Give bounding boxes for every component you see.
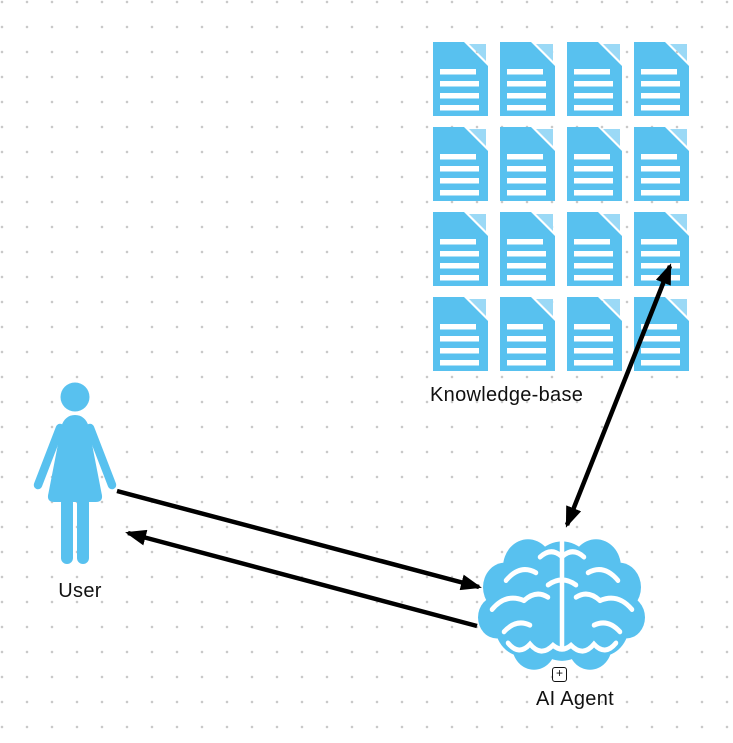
document-icon [433, 297, 488, 371]
person-arm-left [33, 423, 65, 490]
document-icon [567, 127, 622, 201]
person-arm-right [85, 423, 117, 490]
person-dress [47, 415, 103, 502]
agent-label: AI Agent [535, 688, 614, 710]
document-icon [500, 212, 555, 286]
document-icon [567, 212, 622, 286]
document-icon [634, 127, 689, 201]
document-icon [433, 127, 488, 201]
person-head [60, 382, 90, 412]
document-icon [500, 42, 555, 116]
arrow-agent-to-user [125, 529, 478, 629]
knowledge-base-label: Knowledge-base [430, 384, 584, 406]
document-icon [433, 212, 488, 286]
document-icon [500, 127, 555, 201]
user-label: User [58, 580, 102, 602]
brain-icon [478, 539, 645, 670]
document-icon [634, 212, 689, 286]
brain-folds [489, 540, 635, 654]
document-icon [634, 42, 689, 116]
document-icon [567, 42, 622, 116]
plus-square-icon: + [552, 667, 567, 682]
arrow-user-to-agent [116, 488, 482, 591]
knowledge-base-grid [433, 42, 689, 371]
document-icon [433, 42, 488, 116]
person-icon [33, 382, 117, 564]
document-icon [567, 297, 622, 371]
document-icon [634, 297, 689, 371]
document-icon [500, 297, 555, 371]
